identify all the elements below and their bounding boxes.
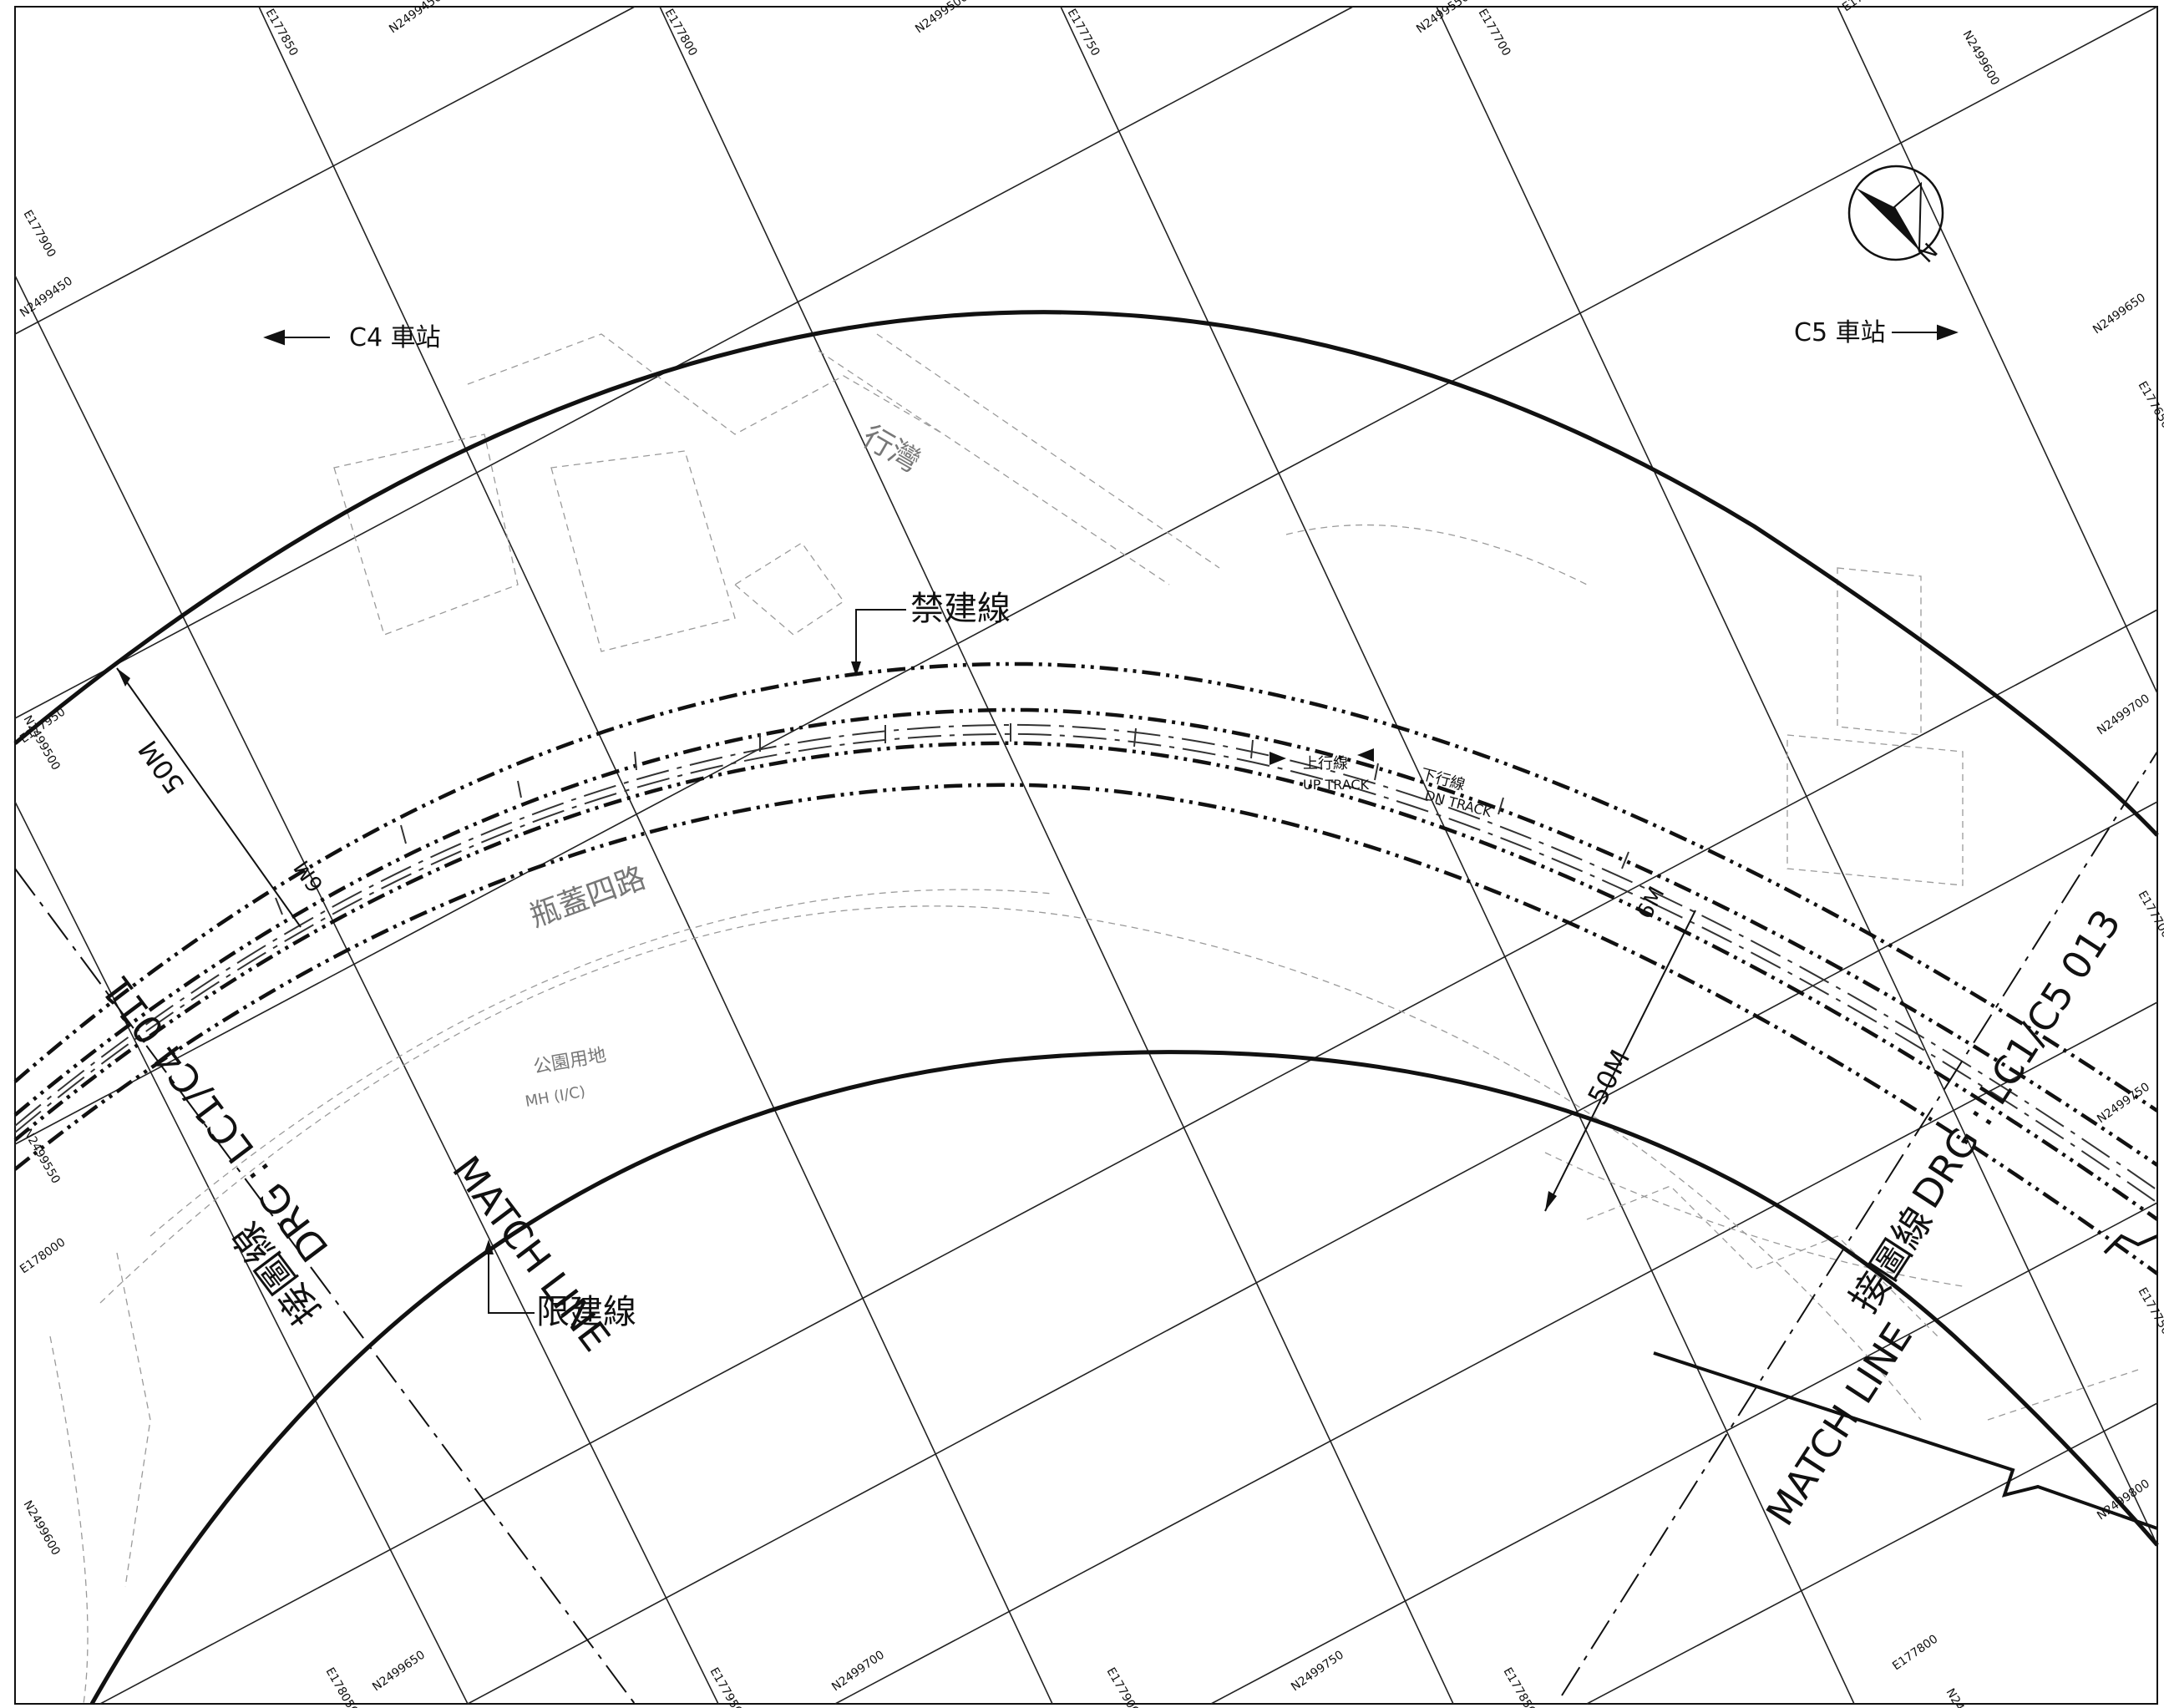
- base-map: [49, 333, 2139, 1705]
- dimension-label-50m-right: 50M: [1582, 1045, 1637, 1110]
- arrow-head: [484, 1239, 494, 1254]
- match-line-left-labels: MATCH LINE 接圖線 DRG : LC1/C4 011: [93, 967, 619, 1360]
- grid-line: [14, 6, 636, 335]
- road-label-lower: 瓶蓋四路: [525, 861, 650, 935]
- up-track-label-en: UP TRACK: [1303, 777, 1370, 793]
- drawing-border: [14, 6, 2158, 1705]
- dn-track-arrow-icon: [1357, 748, 1374, 762]
- match-line-right-drg: DRG : LC1/C5 013: [1903, 901, 2130, 1216]
- grid-line: [834, 1001, 2158, 1705]
- arrow-head: [851, 661, 861, 677]
- match-line-right-labels: MATCH LINE 接圖線 DRG : LC1/C5 013: [1757, 901, 2130, 1533]
- track-centre-lines: [14, 723, 2158, 1204]
- grid-line: [14, 801, 469, 1705]
- road-label-upper: 行灣: [857, 419, 926, 479]
- dimension-50m-left: [116, 667, 302, 928]
- grid-label-top: E177700: [1476, 7, 1513, 58]
- grid-line: [1837, 6, 2158, 694]
- dimension-label-6m-right: 6M: [1633, 883, 1670, 924]
- grid-label-bottom: E177900: [1104, 1665, 1142, 1708]
- grid-label-top: N2499550: [1414, 0, 1472, 36]
- grid-label-bottom: N2499700: [829, 1648, 887, 1694]
- grid-label-bottom: E177800: [1890, 1632, 1940, 1673]
- grid-label-top: N2499500: [913, 0, 971, 36]
- right-boundary-step-2: [2103, 1234, 2158, 1254]
- grid-label-bottom: E177850: [1501, 1665, 1538, 1708]
- grid-line: [1586, 1402, 2158, 1705]
- match-line-left-en: MATCH LINE: [443, 1148, 619, 1360]
- restricted-build-line-label: 限建線: [536, 1293, 636, 1331]
- grid-line: [1210, 1202, 2158, 1705]
- grid-line: [659, 6, 1454, 1705]
- grid-label-left: N2499600: [21, 1498, 63, 1558]
- grid-label-left: E178000: [18, 1235, 68, 1276]
- coordinate-grid: [14, 6, 2158, 1705]
- arrow-head: [117, 668, 130, 687]
- track-ticks: [275, 723, 1629, 915]
- grid-line: [467, 801, 2158, 1705]
- grid-label-right: E177700: [2136, 889, 2164, 940]
- match-line-left: [14, 868, 636, 1705]
- outer-envelope-lower: [89, 1050, 2159, 1705]
- grid-line: [1436, 6, 2158, 1546]
- grid-label-top: N2499600: [1960, 28, 2002, 88]
- c4-station-arrow: [263, 329, 330, 346]
- grid-label-top: E177850: [263, 7, 301, 58]
- grid-line: [1060, 6, 1855, 1705]
- grid-label-bottom: N2499650: [370, 1648, 428, 1694]
- grid-line: [258, 6, 1053, 1705]
- manhole-label: MH (I/C): [524, 1083, 586, 1111]
- c4-station-label: C4 車站: [349, 323, 441, 352]
- grid-label-right: E177650: [2136, 379, 2164, 431]
- no-build-line-leader: [855, 609, 906, 672]
- dimension-label-50m-left: 50M: [132, 734, 190, 799]
- right-boundary-step: [1653, 1351, 2158, 1530]
- grid-label-top: N2499450: [387, 0, 444, 36]
- arrow-head: [1545, 1191, 1557, 1211]
- grid-label-bottom: N2499750: [1289, 1648, 1346, 1694]
- grid-label-left: E177900: [21, 208, 58, 260]
- restricted-build-line-leader: [488, 1244, 535, 1314]
- grid-label-right: E177750: [2136, 1285, 2164, 1337]
- grid-label-top: E177750: [1065, 7, 1102, 58]
- grid-line: [99, 609, 2158, 1705]
- up-track-arrow-icon: [1270, 752, 1286, 765]
- c5-station-arrow: [1892, 324, 1959, 341]
- grid-label-bottom: E177950: [707, 1665, 745, 1708]
- dimension-50m-right: [1544, 910, 1696, 1212]
- c5-station-label: C5 車站: [1794, 318, 1886, 347]
- no-build-lines: [13, 661, 2159, 1275]
- grid-line: [14, 275, 719, 1705]
- grid-label-right: N2499650: [2091, 291, 2148, 337]
- outer-envelope-upper: [13, 310, 2159, 837]
- grid-label-bottom: E178050: [323, 1665, 361, 1708]
- match-line-right-cn: 接圖線: [1841, 1199, 1941, 1320]
- match-line-left-drg: DRG : LC1/C4 011: [93, 967, 337, 1270]
- grid-label-right: N2499700: [2095, 692, 2152, 737]
- grid-label-bottom: N2499800: [1944, 1686, 1985, 1708]
- north-arrow-icon: [1847, 165, 1944, 261]
- park-label: 公園用地: [532, 1045, 608, 1078]
- no-build-line-label: 禁建線: [910, 590, 1011, 628]
- dimension-label-6m-left: 6M: [290, 855, 329, 896]
- grid-line: [14, 6, 2158, 1145]
- grid-line: [14, 6, 1354, 719]
- up-track-label-cn: 上行線: [1303, 755, 1348, 773]
- match-line-right: [1561, 751, 2158, 1696]
